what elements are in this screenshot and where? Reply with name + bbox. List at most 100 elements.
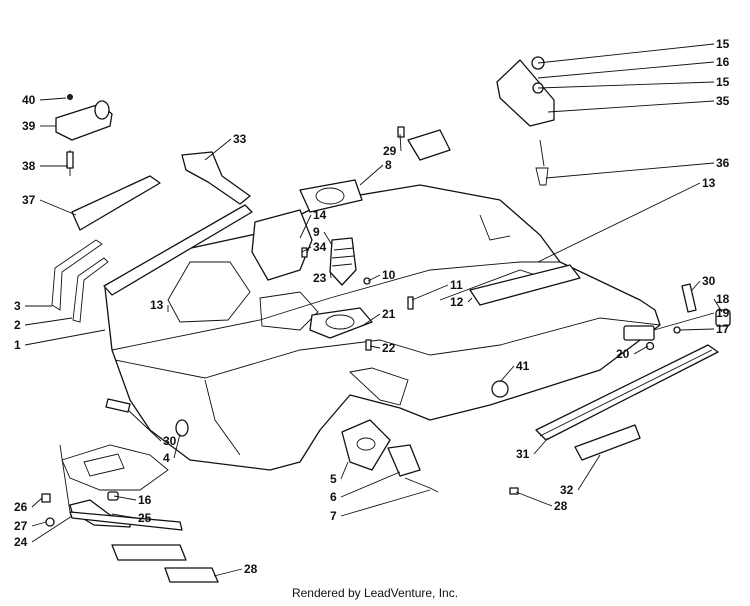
callout-number: 28 bbox=[244, 562, 258, 576]
callout-39: 39 bbox=[22, 119, 56, 133]
callout-leader bbox=[467, 297, 473, 303]
callout-number: 23 bbox=[313, 271, 327, 285]
callout-leader bbox=[633, 345, 649, 355]
callout-26: 26 bbox=[14, 497, 43, 514]
callout-leader bbox=[653, 312, 715, 331]
plate-29 bbox=[407, 129, 451, 161]
callout-leader bbox=[39, 97, 67, 101]
callout-number: 29 bbox=[383, 144, 397, 158]
callout-30: 30 bbox=[127, 409, 177, 448]
callout-leader bbox=[369, 345, 381, 349]
callout-1: 1 bbox=[14, 329, 106, 352]
bumper-handle bbox=[51, 239, 109, 323]
callout-leader bbox=[301, 246, 312, 253]
callout-10: 10 bbox=[367, 268, 396, 282]
callout-number: 32 bbox=[560, 483, 574, 497]
callout-number: 30 bbox=[163, 434, 177, 448]
callout-number: 16 bbox=[716, 55, 730, 69]
callout-15: 15 bbox=[537, 37, 730, 64]
fasteners bbox=[301, 247, 519, 495]
callout-leader bbox=[31, 497, 43, 508]
callout-leader bbox=[340, 489, 431, 517]
footer-credit: Rendered by LeadVenture, Inc. bbox=[291, 586, 459, 600]
callout-leader bbox=[679, 328, 715, 331]
callout-number: 12 bbox=[450, 295, 464, 309]
callout-number: 28 bbox=[554, 499, 568, 513]
tube-30 bbox=[105, 398, 131, 413]
callout-35: 35 bbox=[547, 94, 730, 113]
callout-leader bbox=[359, 164, 384, 186]
callout-3: 3 bbox=[14, 299, 52, 313]
callout-15: 15 bbox=[537, 75, 730, 89]
callout-number: 5 bbox=[330, 472, 337, 486]
callout-number: 20 bbox=[616, 347, 630, 361]
callout-number: 24 bbox=[14, 535, 28, 549]
callout-leader bbox=[691, 280, 701, 291]
callout-11: 11 bbox=[411, 278, 463, 301]
grommet-41 bbox=[491, 380, 509, 398]
callout-leader bbox=[537, 182, 701, 263]
callout-36: 36 bbox=[545, 156, 730, 179]
callout-leader bbox=[39, 199, 77, 216]
callout-leader bbox=[577, 454, 601, 491]
bracket-39 bbox=[55, 94, 113, 176]
callout-leader bbox=[113, 495, 137, 501]
callout-22: 22 bbox=[369, 341, 396, 355]
callout-number: 2 bbox=[14, 318, 21, 332]
callout-30: 30 bbox=[691, 274, 716, 291]
callout-40: 40 bbox=[22, 93, 67, 107]
callout-21: 21 bbox=[361, 307, 396, 327]
callout-leader bbox=[340, 471, 401, 498]
callout-2: 2 bbox=[14, 317, 73, 332]
lower-bracket bbox=[41, 444, 219, 583]
callout-leader bbox=[127, 409, 162, 442]
callout-9: 9 bbox=[313, 225, 333, 246]
callout-31: 31 bbox=[516, 437, 549, 461]
callout-25: 25 bbox=[111, 511, 152, 525]
callout-leader bbox=[515, 491, 553, 507]
callout-number: 19 bbox=[716, 306, 730, 320]
callout-20: 20 bbox=[616, 345, 649, 361]
callout-number: 4 bbox=[163, 451, 170, 465]
callout-number: 17 bbox=[716, 322, 730, 336]
callout-number: 9 bbox=[313, 225, 320, 239]
callout-6: 6 bbox=[330, 471, 401, 504]
callout-number: 37 bbox=[22, 193, 36, 207]
callout-4: 4 bbox=[163, 433, 181, 465]
callout-leader bbox=[213, 568, 243, 577]
callout-number: 36 bbox=[716, 156, 730, 170]
callout-number: 7 bbox=[330, 509, 337, 523]
callout-37: 37 bbox=[22, 193, 77, 216]
callout-leader bbox=[547, 100, 715, 113]
callout-leader bbox=[537, 43, 715, 64]
callout-5: 5 bbox=[330, 461, 349, 486]
callout-8: 8 bbox=[359, 158, 392, 186]
callout-38: 38 bbox=[22, 159, 68, 173]
callout-leader bbox=[537, 61, 715, 79]
callout-12: 12 bbox=[450, 295, 473, 309]
callout-32: 32 bbox=[560, 454, 601, 497]
callout-number: 25 bbox=[138, 511, 152, 525]
callout-number: 13 bbox=[702, 176, 716, 190]
callout-leader bbox=[361, 313, 381, 327]
callout-number: 41 bbox=[516, 359, 530, 373]
callout-number: 27 bbox=[14, 519, 28, 533]
callout-7: 7 bbox=[330, 489, 431, 523]
callout-number: 31 bbox=[516, 447, 530, 461]
steering-support bbox=[181, 151, 313, 281]
callout-leader bbox=[31, 521, 47, 527]
callout-number: 33 bbox=[233, 132, 247, 146]
callout-leader bbox=[367, 274, 381, 282]
callout-17: 17 bbox=[679, 322, 730, 336]
bolt-29 bbox=[397, 126, 405, 138]
callout-number: 3 bbox=[14, 299, 21, 313]
tunnel-plate bbox=[299, 179, 373, 339]
callout-16: 16 bbox=[113, 493, 152, 507]
angle-31 bbox=[535, 344, 719, 461]
callout-leader bbox=[533, 437, 549, 455]
callout-number: 13 bbox=[150, 298, 164, 312]
callout-leader bbox=[499, 365, 515, 383]
callout-14: 14 bbox=[299, 208, 327, 239]
callout-33: 33 bbox=[204, 132, 247, 161]
